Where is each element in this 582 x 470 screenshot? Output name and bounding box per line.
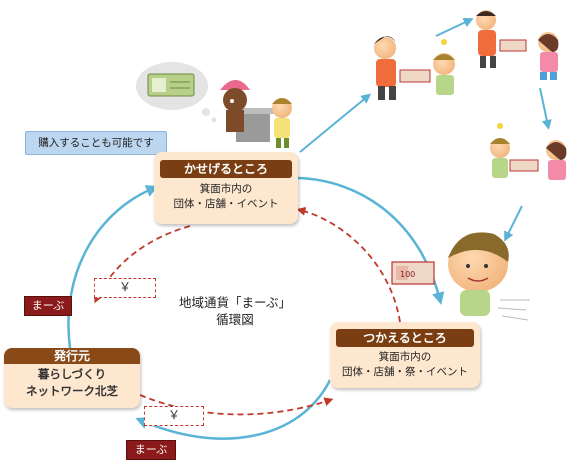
diagram-title: 地域通貨「まーぶ」 循環図 (170, 294, 300, 328)
station-earn-line1: 箕面市内の (199, 183, 253, 195)
child-at-stall-illustration (272, 98, 292, 148)
flow-arrow-to-exchange (299, 93, 372, 153)
flow-arrow-exchange-4 (504, 205, 523, 242)
currency-tag-left: まーぶ (24, 296, 72, 316)
exchange-scene-1 (374, 36, 455, 100)
cycle-arrow-spend-to-issuer (135, 379, 332, 440)
currency-tag-bottom: まーぶ (126, 440, 176, 460)
station-spend-line1: 箕面市内の (378, 351, 432, 363)
station-earn-line2: 団体・店舗・イベント (173, 198, 279, 210)
exchange-scene-3 (490, 123, 567, 180)
diagram-title-line2: 循環図 (216, 312, 254, 327)
running-child-illustration: 100 (391, 232, 530, 321)
banknote-value: 100 (400, 270, 415, 279)
flow-arrow-exchange-3 (539, 87, 552, 130)
thought-bubble-banknote (136, 62, 217, 123)
station-spend-line2: 団体・店舗・祭・イベント (342, 366, 468, 378)
diagram-title-line1: 地域通貨「まーぶ」 (178, 295, 291, 310)
station-issuer-line2: ネットワーク北芝 (26, 384, 118, 398)
station-spend: つかえるところ 箕面市内の 団体・店舗・祭・イベント (330, 322, 480, 388)
station-earn: かせげるところ 箕面市内の 団体・店舗・イベント (154, 152, 298, 224)
flow-arrow-exchange-2 (435, 18, 474, 37)
shopkeeper-illustration (220, 80, 274, 142)
yen-flow-issuer-to-spend (139, 394, 334, 416)
station-issuer-line1: 暮らしづくり (37, 367, 107, 381)
station-spend-header: つかえるところ (336, 329, 474, 347)
yen-flow-spend-to-earn (296, 206, 401, 323)
cycle-arrow-issuer-to-earn (67, 185, 159, 349)
yen-box-left: ￥ (94, 278, 156, 298)
station-issuer-header: 発行元 (4, 348, 140, 364)
station-earn-header: かせげるところ (160, 160, 292, 178)
station-issuer: 発行元 暮らしづくり ネットワーク北芝 (4, 348, 140, 408)
exchange-scene-2 (476, 10, 559, 80)
purchase-note: 購入することも可能です (25, 131, 167, 155)
yen-box-bottom: ￥ (144, 406, 204, 426)
